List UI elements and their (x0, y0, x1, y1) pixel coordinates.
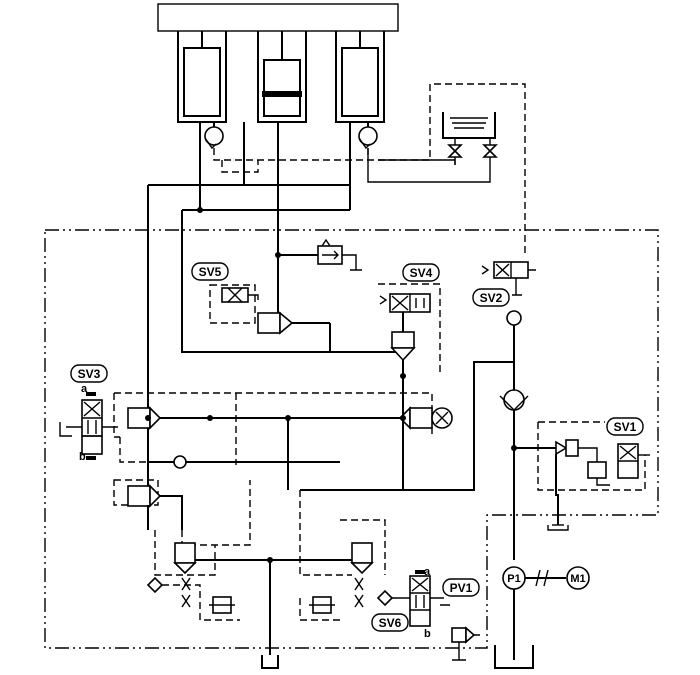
shuttle-check-center (173, 455, 187, 469)
main-tank (494, 645, 534, 669)
sv3-valve (59, 392, 118, 460)
logic-cartridge-sv5 (257, 311, 331, 352)
p1-label: P1 (507, 573, 520, 585)
shutoff-valve-right (482, 138, 498, 165)
prefill-tank (442, 112, 496, 139)
pv1-label: PV1 (450, 581, 473, 595)
sv5-label-box (191, 262, 229, 281)
pv1-valve (451, 626, 480, 661)
pv1-label-box (442, 578, 480, 597)
sv6-valve (392, 570, 450, 627)
sv6-port-b: b (424, 628, 431, 640)
prefill-check-valve-right (358, 122, 378, 150)
logic-cartridge-left-upper (127, 406, 162, 430)
prefill-check-valve-left (204, 122, 224, 150)
check-valve-bottom-left (146, 576, 164, 594)
shutoff-valve-left (447, 138, 463, 165)
cylinder-right (335, 31, 385, 123)
sv1-valve (537, 421, 650, 491)
sv4-valve (378, 283, 441, 376)
logic-cartridge-bottom-right (350, 542, 374, 575)
sv3-port-b: b (79, 451, 86, 463)
cylinder-left (177, 31, 227, 123)
cylinder-middle (257, 31, 307, 123)
coupling (525, 569, 566, 587)
sv4-label-box (402, 263, 440, 282)
logic-cartridge-left-lower (127, 484, 162, 508)
sv6-label-box (371, 613, 409, 632)
shuttle-valve-right (431, 407, 453, 429)
sv6-label: SV6 (379, 616, 402, 630)
unloading-valve-sv1 (514, 439, 610, 531)
sv3-label: SV3 (78, 367, 101, 381)
sv3-port-a: a (81, 383, 88, 395)
motor-m1: M1 (566, 566, 590, 590)
sv2-label: SV2 (480, 291, 503, 305)
manifold-boundary (44, 229, 659, 649)
relief-valve-bottom-left (209, 596, 235, 614)
check-valve-bottom-right (376, 589, 394, 607)
sv5-valve (209, 284, 259, 324)
logic-cartridge-sv4 (390, 312, 416, 376)
sv6-port-a: a (424, 566, 431, 578)
sv2-valve (481, 261, 536, 296)
sv5-label: SV5 (199, 265, 222, 279)
main-check-valve (499, 389, 529, 411)
sv2-label-box (472, 288, 510, 307)
sv3-label-box (70, 364, 108, 383)
sv4-label: SV4 (410, 266, 433, 280)
relief-valve-top (278, 238, 362, 271)
sv1-label-box (606, 417, 644, 436)
press-beam (157, 3, 399, 32)
pump-p1: P1 (502, 566, 526, 590)
sv1-label: SV1 (614, 420, 637, 434)
check-valve-sv2 (506, 310, 522, 326)
logic-cartridge-bottom-left (173, 542, 197, 575)
relief-valve-bottom-right (309, 596, 335, 614)
m1-label: M1 (570, 573, 585, 585)
